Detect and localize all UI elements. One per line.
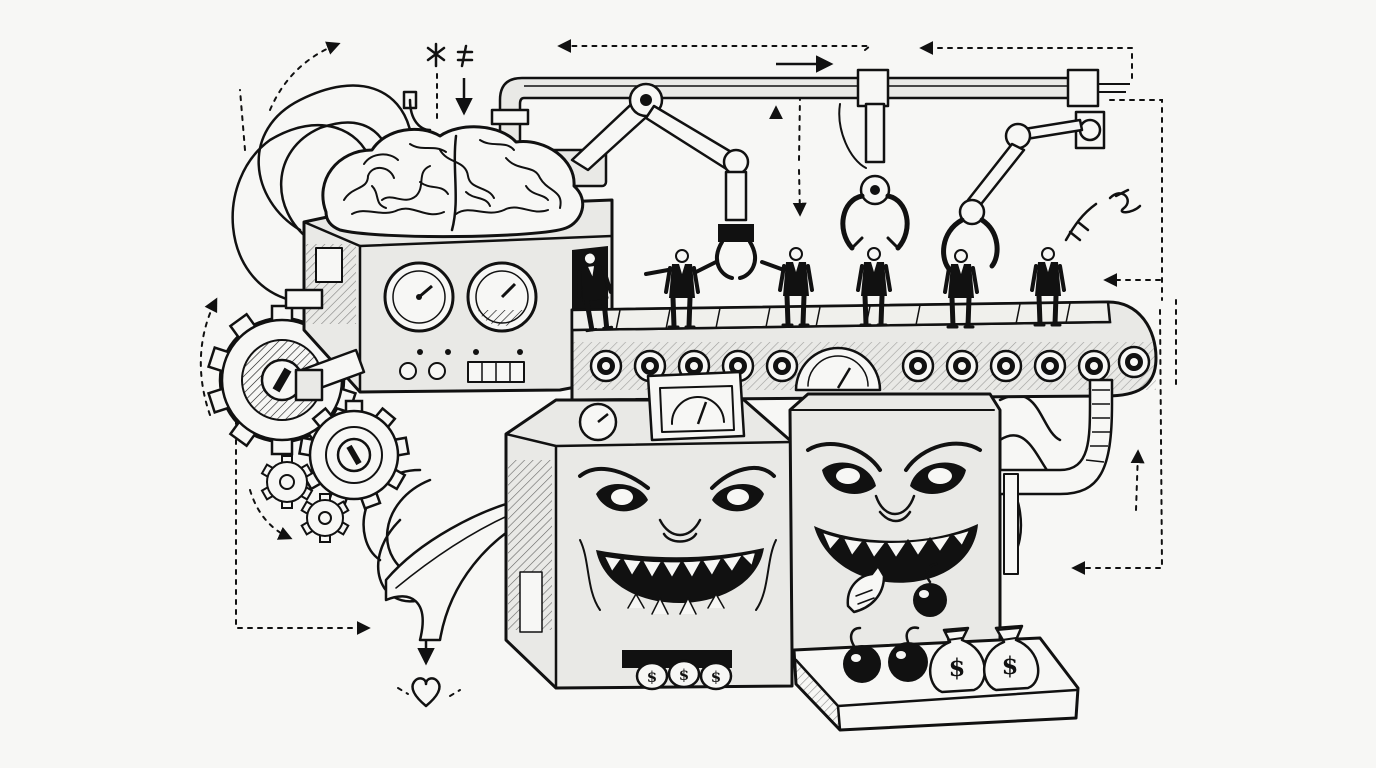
gauge-icon <box>646 370 746 442</box>
arrow-icon <box>792 169 807 217</box>
gauge-icon <box>578 402 618 442</box>
gauge-icon <box>794 346 882 392</box>
output-chute <box>384 498 528 642</box>
svg-text:$: $ <box>949 653 966 682</box>
gauge-icon <box>466 261 538 333</box>
right-monster-machine <box>788 346 1114 654</box>
coin-icon: $ <box>667 659 701 689</box>
bomb-icon <box>843 626 881 683</box>
bomb-icon <box>888 626 928 682</box>
svg-text:$: $ <box>679 666 689 684</box>
gear-icon <box>297 399 411 511</box>
monster-face-icon <box>578 466 777 615</box>
svg-text:$: $ <box>1002 651 1019 680</box>
arrow-icon <box>1130 449 1145 511</box>
fish-icon <box>846 564 886 614</box>
arrow-icon <box>199 297 218 416</box>
svg-text:$: $ <box>647 668 657 686</box>
arrow-icon <box>557 39 873 53</box>
claw-icon <box>838 102 910 251</box>
money-bag-icon: $ <box>928 626 987 694</box>
heart-icon <box>411 677 441 708</box>
svg-text:$: $ <box>711 668 721 686</box>
loot-tray: $ $ <box>792 624 1080 732</box>
arrow-icon <box>269 41 341 111</box>
gauge-icon <box>383 261 455 333</box>
coin-icon: $ <box>635 661 669 691</box>
control-knobs <box>399 349 525 383</box>
money-bag-icon: $ <box>982 624 1040 692</box>
ink-scribbles <box>426 42 1142 242</box>
businessmen <box>573 248 1064 331</box>
gear-icon <box>260 455 314 509</box>
left-monster-machine: $ $ $ <box>504 370 794 691</box>
gear-icon <box>300 493 350 543</box>
arrow-icon <box>919 41 1133 79</box>
monster-face-icon <box>806 441 982 583</box>
arrow-icon <box>235 419 371 635</box>
coin-icon: $ <box>699 661 733 691</box>
robot-arm-icon <box>941 110 1106 273</box>
bomb-icon <box>913 562 947 617</box>
brain-icon <box>321 125 585 239</box>
